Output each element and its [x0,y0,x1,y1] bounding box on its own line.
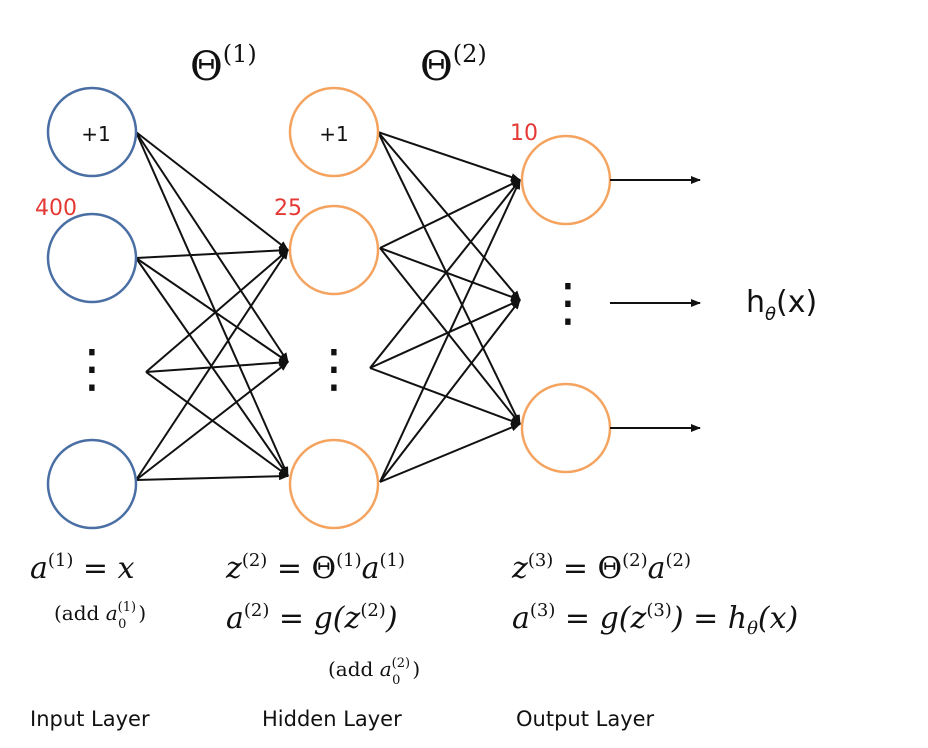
theta1-edge-3 [135,246,289,259]
theta2-edge-18 [369,179,521,369]
theta1-edge-8 [145,371,289,477]
equation-add-a2: (add a(2)0) [328,656,420,688]
output-node-first [520,134,612,226]
hidden-count: 25 [274,196,302,221]
theta2-edge-14 [377,131,521,425]
hidden-layer-label: Hidden Layer [262,707,402,731]
input-bias-node [46,86,138,178]
theta1-edge-4 [135,257,289,363]
theta1-edge-11 [135,472,289,481]
theta1-edge-2 [135,131,289,477]
theta1-edge-10 [135,361,289,481]
input-count: 400 [35,196,77,221]
theta2-edge-13 [377,131,521,301]
equation-z2: z(2) = Θ(1)a(1) [225,550,405,586]
equation-z3: z(3) = Θ(2)a(2) [511,550,691,586]
hidden-bias-label: +1 [319,122,348,146]
theta1-edge-0 [135,131,289,251]
theta1-label: Θ(1) [190,40,257,90]
input-bias-label: +1 [81,122,110,146]
hidden-node-first [288,204,380,296]
equation-a2: a(2) = g(z(2)) [226,600,398,636]
theta2-edge-12 [377,131,521,181]
output-layer-label: Output Layer [516,707,655,731]
theta2-edge-17 [379,247,521,425]
theta1-edge-1 [135,131,289,363]
hypothesis-label: hθ(x) [746,285,817,325]
input-ellipsis: ⋮ [66,339,118,399]
input-node-last [46,438,138,530]
theta2-edge-22 [379,299,521,483]
input-node-first [46,212,138,304]
theta2-edge-21 [379,179,521,483]
theta2-label: Θ(2) [420,40,487,90]
theta2-edge-23 [379,423,521,483]
connection-edges [135,131,521,483]
hidden-node-last [288,438,380,530]
output-count: 10 [510,121,538,146]
theta2-edge-19 [369,299,521,369]
theta1-edge-6 [145,249,289,373]
equation-a3: a(3) = g(z(3)) = hθ(x) [512,600,798,639]
hidden-ellipsis: ⋮ [308,339,360,399]
input-layer-label: Input Layer [30,707,150,731]
equation-a1: a(1) = x [30,550,135,586]
theta2-edge-16 [379,247,521,301]
equation-add-a1: (add a(1)0) [54,600,146,632]
theta2-edge-15 [379,179,521,249]
theta1-edge-9 [135,249,289,481]
output-ellipsis: ⋮ [542,273,594,333]
hidden-bias-node [288,86,380,178]
theta1-edge-7 [145,358,289,373]
output-node-last [520,382,612,474]
